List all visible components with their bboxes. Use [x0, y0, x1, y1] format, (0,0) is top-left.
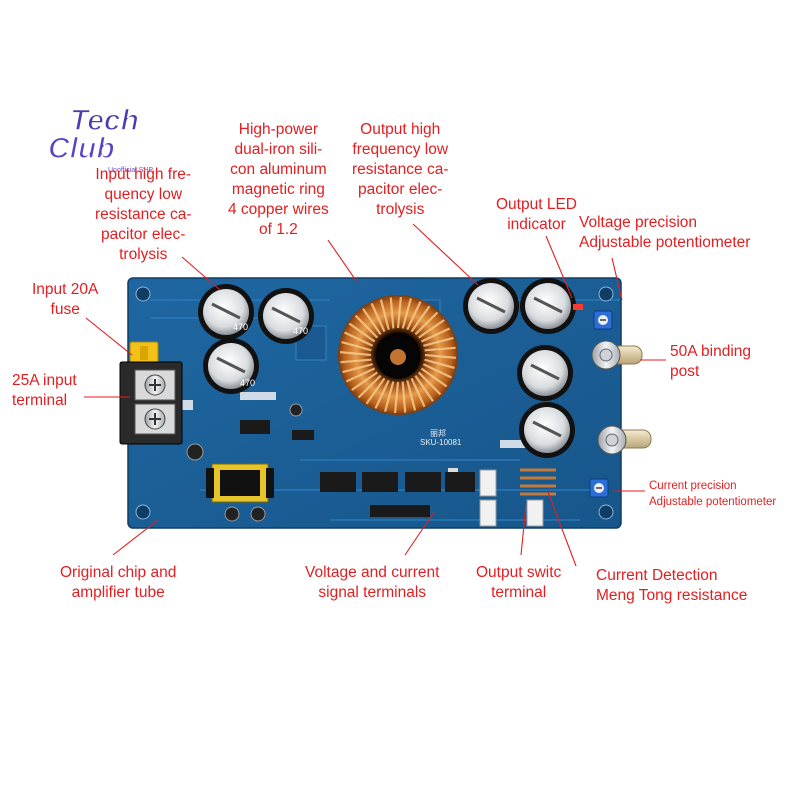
coil-turn [365, 377, 386, 405]
coil-turn [340, 358, 372, 364]
coil-turn [406, 380, 417, 411]
mount-hole [598, 504, 614, 520]
mount-hole [135, 286, 151, 302]
logo-text-top: Tech [70, 104, 139, 137]
coil-turn [344, 331, 374, 347]
smd-components [186, 403, 458, 522]
current-detection-resistors [520, 468, 556, 496]
model-marking: SKU-10081 [420, 438, 462, 447]
output-capacitors [463, 278, 576, 458]
input-capacitors: 470 470 470 [198, 284, 314, 394]
coil-turn [424, 346, 456, 352]
coil-turn [357, 374, 382, 399]
coil-turn [374, 379, 390, 409]
coil-turn [370, 302, 386, 333]
coil-turn [420, 327, 451, 343]
coil-turn [414, 311, 439, 336]
coil-turn [389, 297, 395, 329]
coil-turn [424, 353, 457, 359]
label-chip: Original chip and amplifier tube [60, 564, 177, 601]
current-potentiometer [589, 478, 609, 498]
coil-turn [396, 296, 402, 329]
mount-hole [598, 286, 614, 302]
tech-club-logo: Tech Club Unofficial SHP [47, 103, 153, 174]
label-binding-post: 50A binding post [670, 343, 752, 380]
coil-turn [418, 319, 445, 339]
input-terminal-block [119, 361, 183, 445]
signal-terminals [479, 469, 544, 527]
coil-turn [342, 363, 373, 374]
coil-turn [414, 375, 434, 402]
label-inductor: High-power dual-iron sili- con aluminum … [228, 121, 329, 238]
control-transformer [206, 463, 274, 503]
pointer-lines [84, 223, 666, 567]
label-input-capacitors: Input high fre- quency low resistance ca… [95, 166, 192, 263]
label-signal-terminals: Voltage and current signal terminals [305, 564, 440, 601]
coil-turn [422, 363, 452, 379]
label-output-led: Output LED indicator [496, 196, 577, 233]
coil-turn [406, 301, 422, 331]
coil-turn [379, 299, 390, 330]
logo-text-bottom: Club [48, 132, 115, 165]
coil-turn [348, 322, 376, 343]
coil-turn [394, 381, 400, 414]
coil-turn [410, 305, 431, 333]
coil-turn [423, 336, 454, 347]
coil-turn [339, 351, 372, 357]
output-switch-terminal [526, 499, 544, 527]
label-switch-terminal: Output switc terminal [476, 564, 562, 601]
svg-text:470: 470 [233, 322, 248, 332]
coil-turn [354, 314, 379, 339]
label-current-detection: Current Detection Meng Tong resistance [596, 567, 748, 604]
coil-turn [345, 367, 376, 383]
coil-turn [351, 371, 378, 391]
coil-turn [410, 377, 426, 408]
brand-marking: 丽邦 [430, 428, 446, 438]
ic-chips [320, 472, 475, 517]
coil-turn [417, 371, 442, 396]
label-input-fuse: Input 20A fuse [32, 281, 99, 318]
toroidal-inductor: SKU-10081 丽邦 [338, 295, 462, 447]
binding-posts [591, 340, 652, 455]
coil-turn [401, 381, 407, 413]
coil-turn [420, 367, 448, 388]
output-led [573, 304, 583, 310]
label-current-potentiometer: Current precision Adjustable potentiomet… [649, 480, 777, 508]
label-voltage-potentiometer: Voltage precision Adjustable potentiomet… [579, 214, 751, 251]
mount-hole [135, 504, 151, 520]
svg-text:470: 470 [240, 378, 255, 388]
svg-text:470: 470 [293, 326, 308, 336]
coil-turn [362, 308, 382, 335]
voltage-potentiometer [593, 310, 613, 330]
label-output-capacitors: Output high frequency low resistance ca-… [352, 121, 449, 218]
logo-tagline: Unofficial SHP [108, 167, 153, 174]
input-fuse [129, 341, 159, 365]
coil-turn [424, 358, 455, 369]
coil-turn [384, 381, 395, 412]
coil-turn [401, 298, 412, 329]
coil-turn [341, 341, 372, 352]
label-input-terminal: 25A input terminal [12, 372, 77, 409]
